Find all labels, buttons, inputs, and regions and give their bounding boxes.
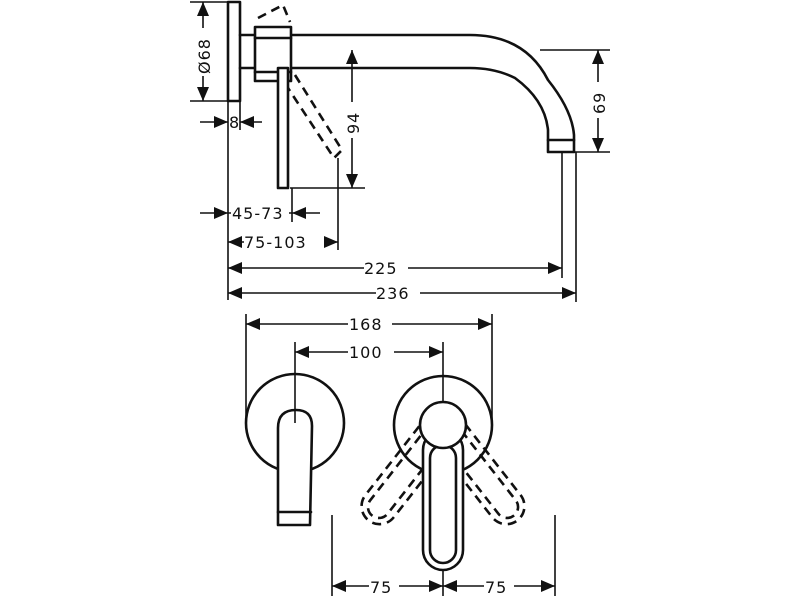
arrow-icon	[214, 116, 228, 128]
arrow-icon	[292, 207, 306, 219]
arrow-icon	[443, 580, 457, 592]
label-bg	[348, 314, 392, 334]
dim-label-lever-swing-left: 75	[370, 578, 392, 597]
arrow-icon	[214, 207, 228, 219]
arrow-icon	[429, 346, 443, 358]
arrow-icon	[346, 50, 358, 64]
dim-label-center-distance: 100	[349, 343, 383, 362]
label-bg	[231, 203, 289, 223]
arrow-icon	[478, 318, 492, 330]
arrow-icon	[240, 116, 254, 128]
label-bg	[364, 258, 408, 278]
arrow-icon	[197, 2, 209, 16]
label-bg	[484, 577, 514, 597]
arrow-icon	[548, 262, 562, 274]
dim-label-flange-diameter: Ø68	[195, 38, 214, 74]
arrow-icon	[562, 287, 576, 299]
label-bg	[588, 82, 608, 118]
arrow-icon	[429, 580, 443, 592]
arrow-icon	[541, 580, 555, 592]
lever-swing-dashed	[286, 74, 344, 161]
arrow-icon	[197, 87, 209, 101]
label-bg	[376, 283, 420, 303]
dim-label-lever-drop: 94	[344, 112, 363, 134]
wall-flange	[226, 0, 242, 103]
label-bg	[244, 232, 324, 252]
label-bg	[348, 342, 394, 362]
dim-label-overall-length: 236	[376, 284, 410, 303]
dim-label-spout-drop: 69	[590, 92, 609, 114]
arrow-icon	[592, 138, 604, 152]
spout	[238, 33, 576, 154]
handle-hub	[418, 400, 468, 450]
side-view: Ø68 8 94 69 45-73	[190, 0, 610, 303]
spout-front	[276, 408, 314, 527]
arrow-icon	[332, 580, 346, 592]
dim-label-spout-reach: 225	[364, 259, 398, 278]
dim-label-lever-swing-right: 75	[485, 578, 507, 597]
lever-down	[276, 66, 290, 190]
arrow-icon	[346, 174, 358, 188]
arrow-icon	[228, 287, 242, 299]
dim-label-flange-thickness: 8	[229, 113, 240, 132]
arrow-icon	[295, 346, 309, 358]
arrow-icon	[324, 236, 338, 248]
label-bg	[193, 28, 213, 76]
label-bg	[342, 102, 362, 138]
dim-label-wall-depth-min: 45-73	[232, 204, 284, 223]
lever-up-dashed	[257, 3, 292, 23]
dim-label-center-distance-total: 168	[349, 315, 383, 334]
arrow-icon	[228, 236, 242, 248]
label-bg	[369, 577, 399, 597]
front-view: 168 100 75 75	[244, 314, 556, 597]
dim-label-wall-depth-max: 75-103	[244, 233, 307, 252]
arrow-icon	[228, 262, 242, 274]
arrow-icon	[592, 50, 604, 64]
arrow-icon	[246, 318, 260, 330]
